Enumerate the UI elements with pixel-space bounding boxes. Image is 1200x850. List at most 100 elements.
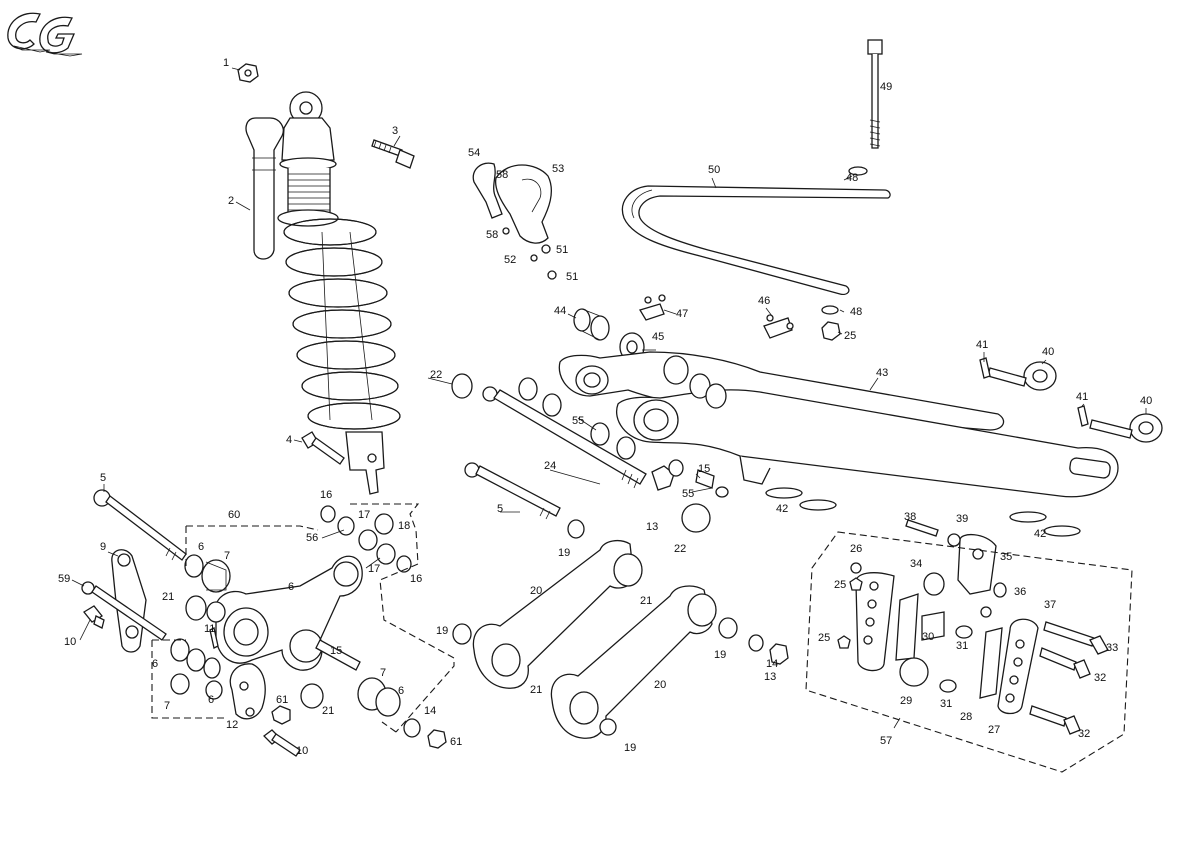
label-25: 25	[818, 632, 830, 644]
bolt-5-right	[464, 462, 585, 539]
label-5: 5	[497, 503, 503, 515]
label-21: 21	[640, 595, 652, 607]
nut-13	[769, 643, 789, 665]
label-7: 7	[380, 667, 386, 679]
label-13: 13	[646, 521, 658, 533]
label-61: 61	[276, 694, 288, 706]
label-36: 36	[1014, 586, 1026, 598]
label-42: 42	[776, 503, 788, 515]
bolt-59	[81, 581, 167, 641]
label-40: 40	[1042, 346, 1054, 358]
label-27: 27	[988, 724, 1000, 736]
leader-lines	[71, 67, 1147, 729]
bushing-19c	[599, 718, 617, 736]
label-30: 30	[922, 631, 934, 643]
chain-guide-assembly	[472, 162, 557, 280]
nut-61	[271, 705, 291, 725]
label-21: 21	[530, 684, 542, 696]
label-53: 53	[552, 163, 564, 175]
pads-42	[765, 487, 1081, 537]
label-40: 40	[1140, 395, 1152, 407]
brand-logo: GG	[7, 12, 83, 57]
label-33: 33	[1106, 642, 1118, 654]
seal-55	[715, 486, 729, 498]
label-38: 38	[904, 511, 916, 523]
label-41: 41	[976, 339, 988, 351]
label-11: 11	[204, 623, 215, 635]
label-37: 37	[1044, 599, 1056, 611]
group-box-60	[186, 503, 455, 733]
label-51: 51	[566, 271, 578, 283]
label-50: 50	[708, 164, 720, 176]
label-18: 18	[398, 520, 410, 532]
label-6: 6	[198, 541, 204, 553]
label-1: 1	[223, 57, 229, 69]
nut-25	[821, 321, 841, 341]
label-55: 55	[572, 415, 584, 427]
bushing-15	[668, 459, 684, 477]
label-32: 32	[1094, 672, 1106, 684]
label-19: 19	[436, 625, 448, 637]
bearings-upper-6-7	[184, 554, 231, 623]
bolt-4	[301, 431, 345, 465]
bracket-9	[111, 549, 147, 653]
label-4: 4	[286, 434, 292, 446]
group-box-57	[805, 531, 1133, 773]
bracket-12	[229, 663, 266, 720]
chain-slider-50	[621, 185, 891, 296]
label-57: 57	[880, 735, 892, 747]
label-24: 24	[544, 460, 556, 472]
bushing-19a	[452, 623, 472, 645]
label-22: 22	[674, 543, 686, 555]
label-16: 16	[410, 573, 422, 585]
label-7: 7	[164, 700, 170, 712]
label-58: 58	[496, 169, 508, 181]
label-6: 6	[208, 694, 214, 706]
side-plates-57	[837, 519, 1109, 735]
label-45: 45	[652, 331, 664, 343]
label-13: 13	[764, 671, 776, 683]
label-39: 39	[956, 513, 968, 525]
label-6: 6	[288, 581, 294, 593]
shock-spring	[283, 218, 401, 430]
washer-48	[821, 305, 839, 315]
pivot-bolt-24	[451, 373, 711, 533]
label-55: 55	[682, 488, 694, 500]
label-29: 29	[900, 695, 912, 707]
label-51: 51	[556, 244, 568, 256]
bushing-44	[573, 308, 610, 341]
label-20: 20	[530, 585, 542, 597]
label-32: 32	[1078, 728, 1090, 740]
label-10: 10	[64, 636, 76, 648]
label-61: 61	[450, 736, 462, 748]
connecting-rod-20a	[472, 539, 643, 689]
label-6: 6	[398, 685, 404, 697]
chain-adjuster-40b	[1077, 405, 1163, 443]
label-59: 59	[58, 573, 70, 585]
bearings-right-6-7	[357, 677, 447, 749]
clip-47	[639, 294, 666, 321]
label-14: 14	[766, 658, 778, 670]
connecting-rod-20b	[550, 585, 717, 739]
label-49: 49	[880, 81, 892, 93]
label-2: 2	[228, 195, 234, 207]
label-15: 15	[698, 463, 710, 475]
bolt-5-left	[93, 489, 187, 561]
label-48: 48	[846, 172, 858, 184]
label-43: 43	[876, 367, 888, 379]
label-60: 60	[228, 509, 240, 521]
pin-11	[209, 627, 219, 649]
bushing-19b	[718, 617, 738, 639]
label-41: 41	[1076, 391, 1088, 403]
label-56: 56	[306, 532, 318, 544]
callout-labels: 1 2 3 4 5 5 6 6 6 6 6 7 7 7 9 10 10 11 1…	[58, 57, 1152, 757]
label-47: 47	[676, 308, 688, 320]
rocker-arm	[214, 555, 363, 671]
label-17: 17	[368, 563, 380, 575]
label-42: 42	[1034, 528, 1046, 540]
washer-14	[748, 634, 764, 652]
label-35: 35	[1000, 551, 1012, 563]
label-25: 25	[844, 330, 856, 342]
label-10: 10	[296, 745, 308, 757]
label-44: 44	[554, 305, 566, 317]
